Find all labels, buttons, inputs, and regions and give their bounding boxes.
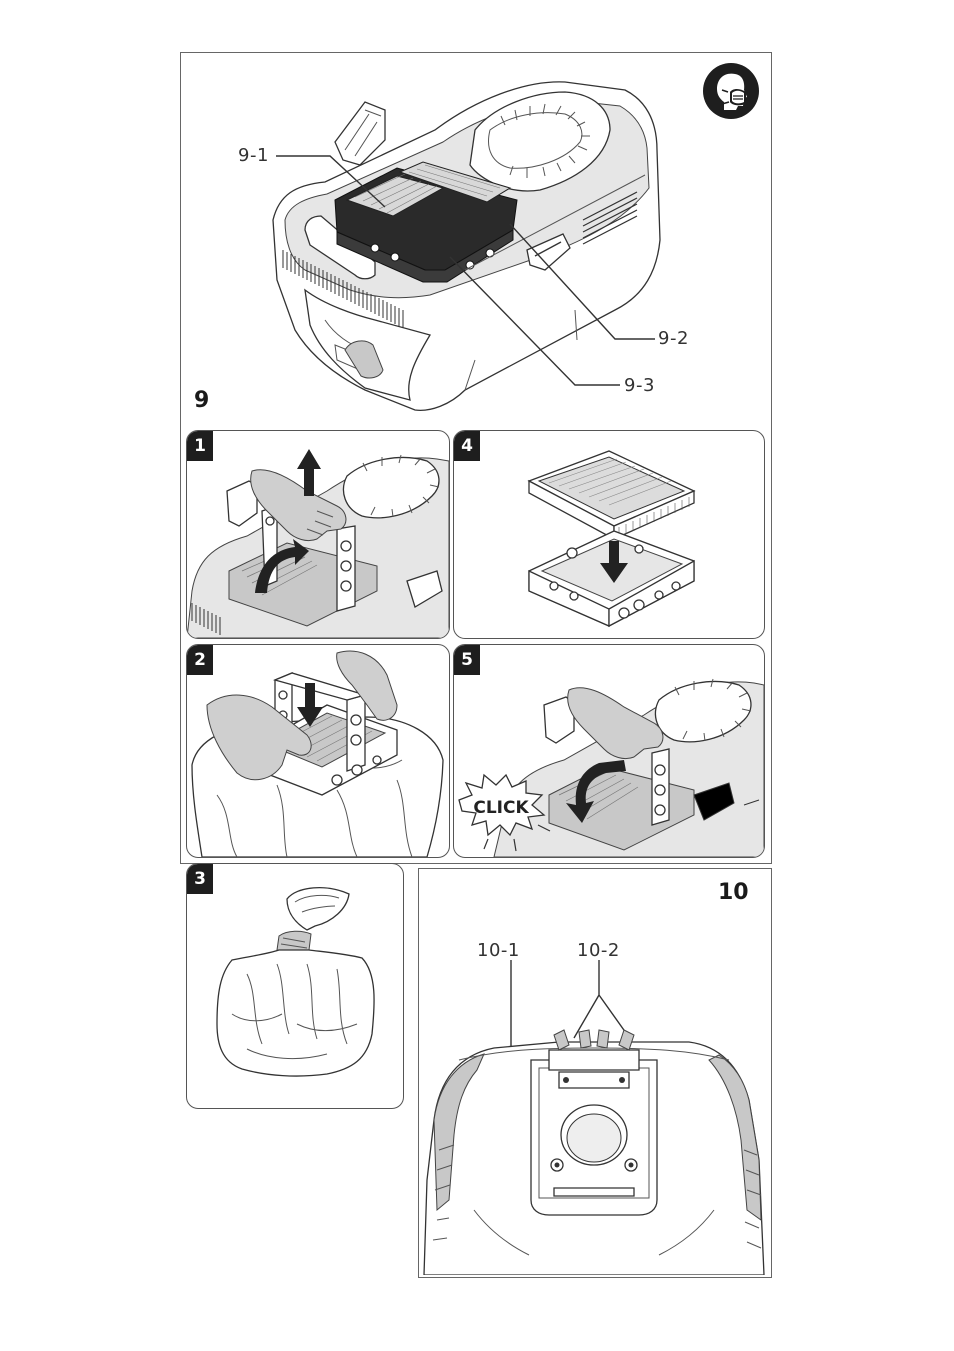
click-label: CLICK — [473, 798, 529, 818]
step-4-badge: 4 — [454, 431, 480, 461]
step-3-panel: 3 — [186, 863, 404, 1109]
step-3-badge: 3 — [187, 864, 213, 894]
step-3-illustration — [187, 864, 403, 1108]
step-2-badge: 2 — [187, 645, 213, 675]
figure-10-number: 10 — [718, 880, 749, 905]
callout-10-2: 10-2 — [577, 940, 620, 961]
step-4-illustration — [454, 431, 764, 638]
step-5-badge: 5 — [454, 645, 480, 675]
figure-9-leader-lines — [180, 52, 770, 412]
step-5-panel: 5 CLICK — [453, 644, 765, 858]
step-1-badge: 1 — [187, 431, 213, 461]
callout-9-2: 9-2 — [658, 328, 689, 349]
callout-10-1: 10-1 — [477, 940, 520, 961]
step-5-illustration: CLICK — [454, 645, 764, 857]
step-2-panel: 2 — [186, 644, 450, 858]
step-2-illustration — [187, 645, 449, 857]
callout-9-3: 9-3 — [624, 375, 655, 396]
step-4-panel: 4 — [453, 430, 765, 639]
vacuum-rear-illustration — [419, 960, 769, 1275]
figure-9-number: 9 — [194, 388, 209, 413]
callout-9-1: 9-1 — [238, 145, 269, 166]
step-1-panel: 1 — [186, 430, 450, 639]
step-1-illustration — [187, 431, 449, 638]
